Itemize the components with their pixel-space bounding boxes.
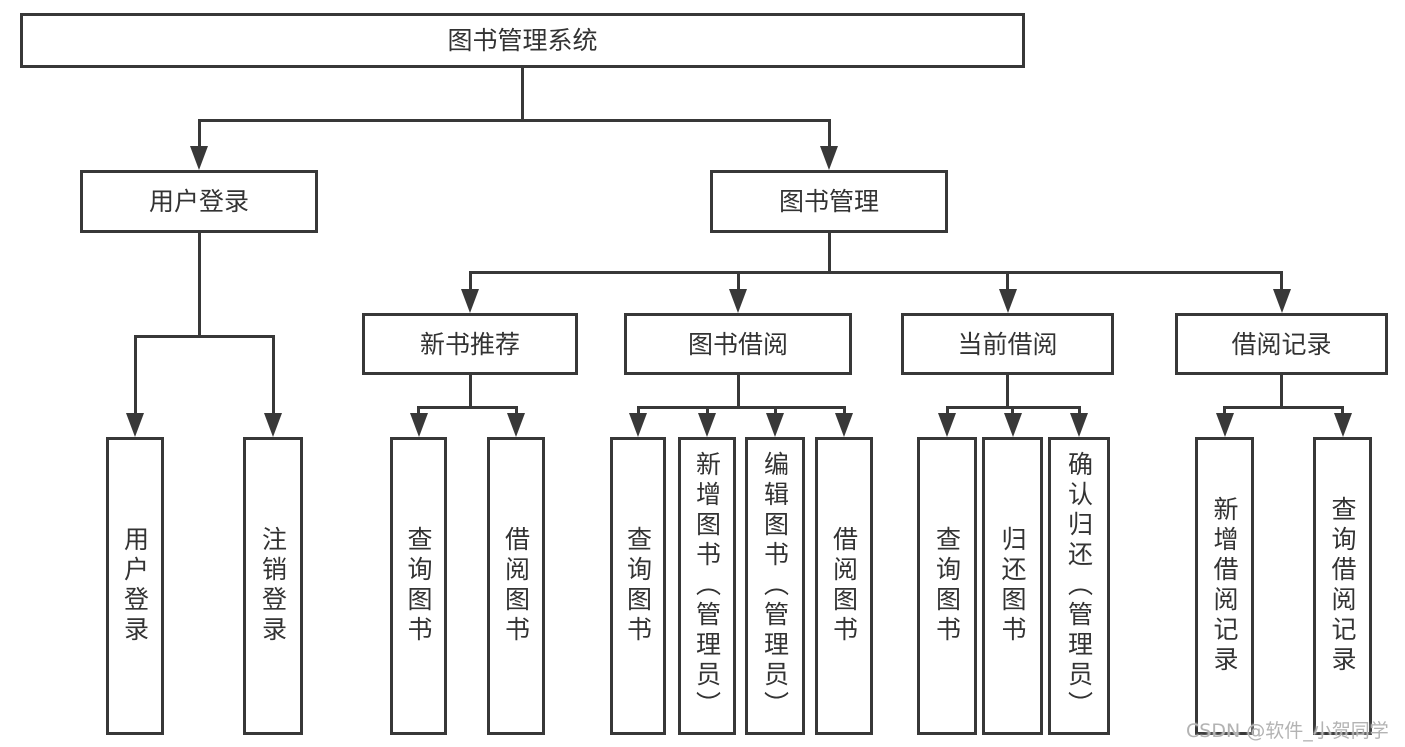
node-book-management: 图书管理	[710, 170, 948, 233]
arrowhead-down-icon	[998, 289, 1017, 313]
connector-vline	[133, 336, 137, 417]
leaf-confirm-return-admin: 确认归还（管理员）	[1048, 437, 1110, 735]
arrowhead-down-icon	[698, 413, 716, 437]
connector-vline	[736, 272, 740, 293]
arrowhead-down-icon	[507, 413, 525, 437]
arrowhead-down-icon	[820, 146, 838, 170]
arrowhead-down-icon	[1272, 289, 1291, 313]
connector-vline	[197, 120, 201, 150]
connector-vline	[705, 407, 709, 417]
connector-vline	[468, 375, 472, 407]
connector-hline	[197, 118, 831, 122]
leaf-user-login: 用户登录	[106, 437, 164, 735]
connector-vline	[1006, 272, 1009, 293]
connector-vline	[827, 120, 831, 150]
connector-vline	[773, 407, 777, 417]
arrowhead-down-icon	[766, 413, 784, 437]
connector-vline	[1280, 272, 1283, 293]
connector-vline	[1011, 407, 1014, 417]
node-book-borrow: 图书借阅	[624, 313, 852, 375]
node-new-book-recommend: 新书推荐	[362, 313, 578, 375]
leaf-return-books: 归还图书	[982, 437, 1043, 735]
connector-vline	[827, 233, 831, 272]
connector-vline	[945, 407, 949, 417]
csdn-watermark: CSDN @软件_小贺同学	[1186, 720, 1389, 742]
arrowhead-down-icon	[938, 413, 956, 437]
connector-vline	[417, 407, 420, 417]
connector-vline	[1006, 375, 1009, 407]
connector-hline	[468, 270, 1283, 274]
leaf-query-borrow-record: 查询借阅记录	[1313, 437, 1372, 735]
connector-vline	[842, 407, 846, 417]
arrowhead-down-icon	[1333, 413, 1352, 437]
connector-hline	[133, 335, 275, 338]
arrowhead-down-icon	[126, 413, 144, 437]
arrowhead-down-icon	[835, 413, 853, 437]
connector-hline	[417, 405, 518, 409]
connector-hline	[1223, 405, 1344, 409]
connector-vline	[636, 407, 640, 417]
arrowhead-down-icon	[1215, 413, 1234, 437]
leaf-logout: 注销登录	[243, 437, 303, 735]
leaf-query-books-3: 查询图书	[917, 437, 977, 735]
connector-vline	[514, 407, 518, 417]
arrowhead-down-icon	[1070, 413, 1088, 437]
connector-vline	[736, 375, 740, 407]
connector-hline	[636, 405, 846, 409]
arrowhead-down-icon	[264, 413, 282, 437]
node-user-login: 用户登录	[80, 170, 318, 233]
connector-vline	[197, 233, 201, 337]
arrowhead-down-icon	[629, 413, 647, 437]
leaf-borrow-books-2: 借阅图书	[815, 437, 873, 735]
leaf-add-borrow-record: 新增借阅记录	[1195, 437, 1254, 735]
node-root-library-system: 图书管理系统	[20, 13, 1025, 68]
connector-vline	[271, 336, 275, 417]
connector-vline	[1077, 407, 1081, 417]
arrowhead-down-icon	[461, 289, 479, 313]
arrowhead-down-icon	[190, 146, 208, 170]
leaf-add-books-admin: 新增图书（管理员）	[678, 437, 736, 735]
leaf-query-books-2: 查询图书	[610, 437, 666, 735]
leaf-edit-books-admin: 编辑图书（管理员）	[745, 437, 805, 735]
leaf-borrow-books-1: 借阅图书	[487, 437, 545, 735]
connector-vline	[468, 272, 472, 293]
node-current-borrow: 当前借阅	[901, 313, 1114, 375]
connector-vline	[1223, 407, 1226, 417]
arrowhead-down-icon	[409, 413, 428, 437]
arrowhead-down-icon	[729, 289, 747, 313]
node-borrow-records: 借阅记录	[1175, 313, 1388, 375]
connector-vline	[521, 68, 524, 120]
connector-vline	[1341, 407, 1344, 417]
connector-vline	[1280, 375, 1283, 407]
arrowhead-down-icon	[1003, 413, 1022, 437]
leaf-query-books-1: 查询图书	[390, 437, 447, 735]
